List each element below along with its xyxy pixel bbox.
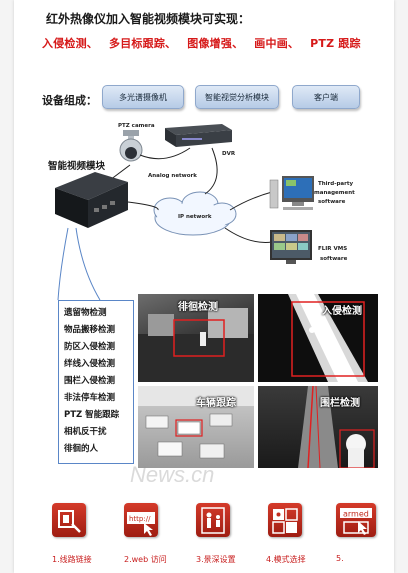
headline: 红外热像仪加入智能视频模块可实现： <box>46 12 251 26</box>
equipment-multispectral-camera: 多光谱摄像机 <box>102 85 184 109</box>
mode-select-icon <box>268 503 302 537</box>
step-label: 4.模式选择 <box>266 555 306 564</box>
capability-item: 绊线入侵检测 <box>64 359 116 369</box>
capability-callout <box>58 300 134 464</box>
watermark: News.cn <box>130 462 215 487</box>
ip-link-thirdparty <box>229 191 273 211</box>
web-icon-text: http:// <box>129 515 151 523</box>
third-party-label-line1: Third-party <box>318 181 354 187</box>
vehicle-scene <box>138 386 254 459</box>
equipment-label: 设备组成： <box>42 94 97 107</box>
cloud-icon <box>153 191 237 236</box>
camera-link <box>109 164 131 181</box>
capability-item: 围栏入侵检测 <box>64 376 116 386</box>
photo-intrusion: 入侵检测 <box>258 294 378 382</box>
loitering-scene <box>138 308 254 382</box>
step-label: 5. <box>336 554 344 563</box>
feature-item: PTZ 跟踪 <box>310 37 361 50</box>
ptz-camera-label: PTZ camera <box>118 123 155 129</box>
armed-icon: armed <box>336 503 376 537</box>
callout-pointer <box>57 227 69 300</box>
video-module-label: 智能视频模块 <box>48 161 106 172</box>
feature-item: 画中画、 <box>254 37 300 50</box>
photo-caption: 车辆跟踪 <box>196 398 236 409</box>
dvr-link <box>204 147 218 195</box>
step-label: 3.景深设置 <box>196 555 236 564</box>
analog-network-label: Analog network <box>148 173 197 179</box>
armed-icon-text: armed <box>343 510 369 519</box>
capability-item: 相机反干扰 <box>64 427 107 437</box>
feature-list: 入侵检测、 多目标跟踪、 图像增强、 画中画、 PTZ 跟踪 <box>42 35 368 51</box>
feature-item: 图像增强、 <box>187 37 244 50</box>
ptz-camera-icon <box>119 130 143 162</box>
flir-label-line1: FLIR VMS <box>318 246 348 252</box>
photo-caption: 入侵检测 <box>322 306 362 317</box>
third-party-label-line3: software <box>318 199 346 205</box>
photo-caption: 围栏检测 <box>320 398 360 409</box>
third-party-label-line2: management <box>314 190 355 196</box>
equipment-client: 客户端 <box>292 85 360 109</box>
feature-item: 入侵检测、 <box>42 37 98 50</box>
flir-label-line2: software <box>320 256 348 262</box>
dvr-icon <box>165 124 232 147</box>
capability-item: 防区入侵检测 <box>64 342 116 352</box>
ip-network-label: IP network <box>178 214 212 220</box>
link-icon <box>52 503 86 537</box>
feature-item: 多目标跟踪、 <box>109 37 177 50</box>
network-diagram <box>55 124 314 300</box>
dvr-label: DVR <box>222 151 236 157</box>
photo-caption: 徘徊检测 <box>178 302 218 313</box>
equipment-analysis-module: 智能视觉分析模块 <box>195 85 279 109</box>
monitor-icon <box>270 230 312 264</box>
step-label: 2.web 访问 <box>124 555 167 564</box>
photo-loitering: 徘徊检测 <box>138 294 254 382</box>
computer-icon <box>269 176 314 210</box>
ip-link-module <box>127 201 159 211</box>
capability-item: 非法停车检测 <box>64 393 116 403</box>
ip-link-flir <box>224 227 273 243</box>
callout-pointer <box>75 227 101 300</box>
video-module-icon <box>55 172 128 228</box>
web-icon: http:// <box>124 503 158 537</box>
capability-item: 遗留物检测 <box>64 308 107 318</box>
photo-fence-detection: 围栏检测 <box>258 386 378 468</box>
depth-setting-icon <box>196 503 230 537</box>
photo-vehicle-tracking: 车辆跟踪 <box>138 386 254 468</box>
analog-link <box>139 147 191 160</box>
fence-scene <box>298 386 375 468</box>
intrusion-scene <box>288 294 368 382</box>
step-label: 1.线路链接 <box>52 555 92 564</box>
capability-item: PTZ 智能跟踪 <box>64 410 120 420</box>
capability-item: 物品搬移检测 <box>64 325 116 335</box>
capability-item: 徘徊的人 <box>64 444 99 454</box>
